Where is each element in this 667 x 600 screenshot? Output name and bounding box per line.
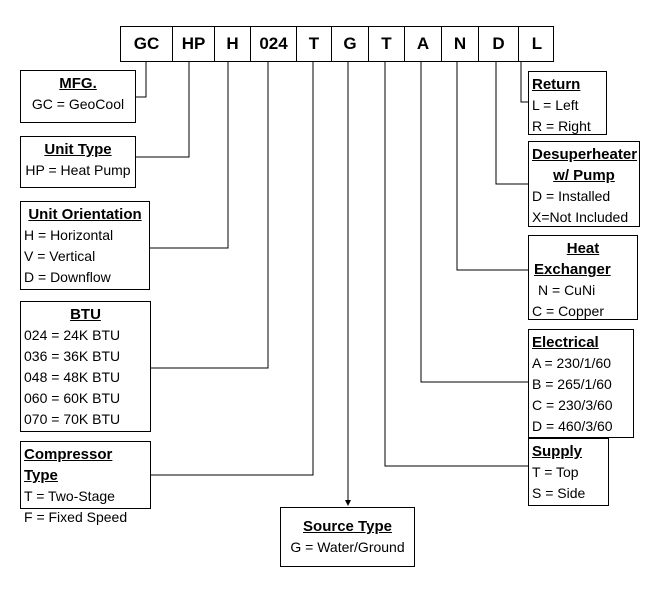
heat-exchanger-line: N = CuNi — [538, 282, 596, 298]
code-cell-btu: 024 — [251, 27, 297, 61]
return-title: Return — [532, 76, 581, 93]
unit-type-title: Unit Type — [44, 141, 112, 158]
heat-exchanger-line: C = Copper — [532, 303, 604, 319]
code-cell-desuperheater: D — [479, 27, 519, 61]
return-line: L = Left — [532, 97, 579, 113]
mfg-line: GC = GeoCool — [31, 96, 125, 112]
unit-orientation-title: Unit Orientation — [28, 206, 142, 223]
source-type-box: Source Type G = Water/Ground — [280, 507, 415, 567]
electrical-line: A = 230/1/60 — [532, 355, 612, 371]
connector-btu — [151, 62, 269, 369]
heat-exchanger-title: Heat — [566, 240, 600, 257]
source-arrow-head — [345, 500, 351, 506]
connector-compressor-type — [151, 62, 314, 476]
connector-desuperheater — [495, 62, 528, 185]
compressor-type-line: F = Fixed Speed — [24, 509, 128, 525]
mfg-box: MFG. GC = GeoCool — [20, 70, 136, 123]
code-cell-compressor: T — [297, 27, 332, 61]
desuperheater-line: X=Not Included — [532, 209, 629, 225]
btu-line: 070 = 70K BTU — [24, 411, 121, 427]
unit-orientation-line: D = Downflow — [24, 269, 111, 285]
mfg-title: MFG. — [59, 75, 97, 92]
code-cell-orientation: H — [215, 27, 251, 61]
heat-exchanger-box: Heat Exchanger N = CuNi C = Copper — [528, 235, 638, 320]
source-type-title: Source Type — [303, 518, 392, 535]
compressor-type-title: Compressor Type — [24, 446, 113, 484]
connector-mfg — [136, 62, 147, 98]
desuperheater-line: D = Installed — [532, 188, 611, 204]
btu-line: 024 = 24K BTU — [24, 327, 121, 343]
electrical-line: D = 460/3/60 — [532, 418, 613, 434]
supply-line: T = Top — [532, 464, 579, 480]
electrical-line: B = 265/1/60 — [532, 376, 612, 392]
unit-type-line: HP = Heat Pump — [25, 162, 131, 178]
electrical-title: Electrical — [532, 334, 599, 351]
btu-line: 048 = 48K BTU — [24, 369, 121, 385]
supply-title: Supply — [532, 443, 583, 460]
model-code-row: GC HP H 024 T G T A N D L — [120, 26, 554, 62]
code-cell-return: L — [531, 34, 543, 53]
supply-box: Supply T = Top S = Side — [528, 438, 609, 506]
return-line: R = Right — [532, 118, 591, 134]
compressor-type-box: Compressor Type T = Two-Stage F = Fixed … — [20, 441, 151, 525]
code-cell-heat-exchanger: N — [442, 27, 479, 61]
connector-electrical — [420, 62, 528, 383]
electrical-line: C = 230/3/60 — [532, 397, 613, 413]
code-cell-mfg: GC — [121, 27, 173, 61]
code-cell-electrical: A — [405, 27, 442, 61]
unit-orientation-line: H = Horizontal — [24, 227, 114, 243]
btu-line: 036 = 36K BTU — [24, 348, 121, 364]
unit-type-box: Unit Type HP = Heat Pump — [20, 136, 136, 188]
code-cell-source: G — [332, 27, 369, 61]
desuperheater-box: Desuperheater w/ Pump D = Installed X=No… — [528, 141, 640, 227]
heat-exchanger-title-line2: Exchanger — [534, 261, 611, 278]
connector-unit-type — [136, 62, 190, 158]
connector-return — [520, 62, 528, 103]
btu-box: BTU 024 = 24K BTU 036 = 36K BTU 048 = 48… — [20, 301, 151, 432]
code-cell-unit-type: HP — [173, 27, 215, 61]
connector-unit-orientation — [150, 62, 229, 249]
btu-title: BTU — [70, 306, 101, 323]
unit-orientation-line: V = Vertical — [24, 248, 96, 264]
connector-supply — [384, 62, 528, 467]
btu-line: 060 = 60K BTU — [24, 390, 121, 406]
desuperheater-title-line2: w/ Pump — [553, 167, 615, 184]
desuperheater-title: Desuperheater — [532, 146, 638, 163]
electrical-box: Electrical A = 230/1/60 B = 265/1/60 C =… — [528, 329, 634, 438]
unit-orientation-box: Unit Orientation H = Horizontal V = Vert… — [20, 201, 150, 290]
supply-line: S = Side — [532, 485, 586, 501]
code-cell-supply: T — [369, 27, 405, 61]
source-type-line: G = Water/Ground — [290, 539, 405, 555]
return-box: Return L = Left R = Right — [528, 71, 607, 135]
connector-heat-exchanger — [456, 62, 528, 271]
compressor-type-line: T = Two-Stage — [24, 488, 115, 504]
